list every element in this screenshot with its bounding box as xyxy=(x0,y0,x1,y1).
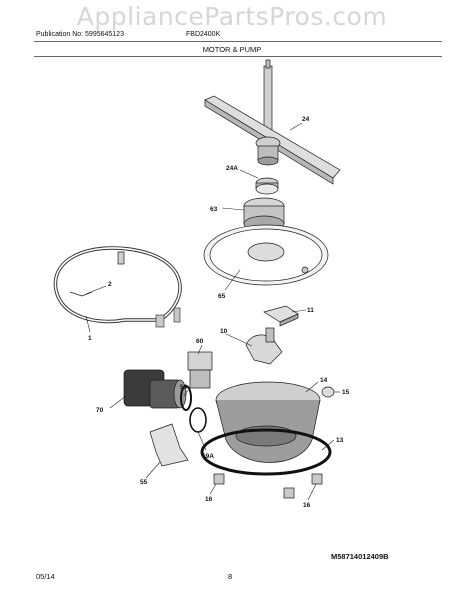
callout-55: 55 xyxy=(140,479,148,486)
section-title: MOTOR & PUMP xyxy=(202,45,262,54)
part-59a-o-ring xyxy=(189,407,207,433)
callout-16-left: 16 xyxy=(205,496,213,503)
watermark: AppliancePartsPros.com xyxy=(76,2,388,31)
footer-date: 05/14 xyxy=(36,572,55,581)
callout-59a: 59A xyxy=(202,453,214,460)
callout-60: 60 xyxy=(196,338,204,345)
part-55-bracket xyxy=(149,423,189,467)
part-65-filter-plate xyxy=(203,224,329,286)
callout-59: 59 xyxy=(180,384,188,391)
callout-14: 14 xyxy=(320,377,328,384)
part-11-chopper xyxy=(263,305,299,327)
part-70-motor xyxy=(123,369,187,409)
part-16-clip-right xyxy=(283,473,323,499)
callout-2: 2 xyxy=(108,281,112,288)
title-rule xyxy=(34,56,442,57)
callout-24: 24 xyxy=(302,116,310,123)
callout-15: 15 xyxy=(342,389,350,396)
callout-11: 11 xyxy=(307,307,314,314)
part-16-clip-left xyxy=(213,473,225,485)
part-1-heating-element xyxy=(53,246,182,328)
callout-1: 1 xyxy=(88,335,92,342)
part-60-component xyxy=(187,351,213,389)
part-14-sump xyxy=(215,381,321,463)
callout-70: 70 xyxy=(96,407,104,414)
model-number: FBD2400K xyxy=(186,31,221,38)
part-63-filter xyxy=(243,197,285,233)
part-15-plug xyxy=(321,386,335,398)
part-24a-ring xyxy=(255,177,279,195)
leader-lines xyxy=(85,122,340,501)
header-rule xyxy=(34,41,442,42)
part-2-wire-harness xyxy=(69,251,125,297)
callout-13: 13 xyxy=(336,437,344,444)
part-13-gasket xyxy=(200,428,332,476)
figure-number: M58714012409B xyxy=(331,552,389,561)
callout-63: 63 xyxy=(210,206,218,213)
callout-10: 10 xyxy=(220,328,228,335)
page-number: 8 xyxy=(228,572,233,581)
part-10-pump-housing xyxy=(245,327,283,365)
callout-24a: 24A xyxy=(226,165,238,172)
publication-number: Publication No: 5995645123 xyxy=(36,31,124,38)
part-59-seal xyxy=(180,385,192,411)
part-24-spray-arm xyxy=(204,59,341,185)
callout-65: 65 xyxy=(218,293,226,300)
callout-16-right: 16 xyxy=(303,502,311,509)
